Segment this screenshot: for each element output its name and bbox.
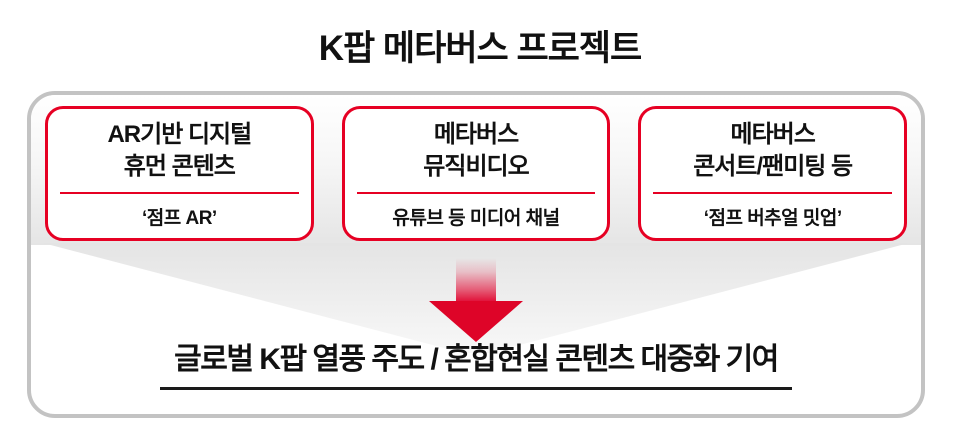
box-divider	[60, 192, 299, 194]
conclusion-label: 글로벌 K팝 열풍 주도 / 혼합현실 콘텐츠 대중화 기여	[160, 334, 792, 390]
box-heading: 메타버스 뮤직비디오	[345, 109, 608, 192]
box-heading-line: AR기반 디지털	[107, 121, 252, 149]
box-heading-line: 메타버스	[433, 121, 519, 149]
box-subtitle: 유튜브 등 미디어 채널	[392, 207, 560, 229]
project-boxes-row: AR기반 디지털 휴먼 콘텐츠 ‘점프 AR’ 메타버스 뮤직비디오 유튜브 등…	[45, 106, 908, 241]
box-subtitle: ‘점프 AR’	[141, 207, 217, 229]
box-heading-line: 메타버스	[730, 121, 816, 149]
project-box-ar-digital-human: AR기반 디지털 휴먼 콘텐츠 ‘점프 AR’	[45, 106, 314, 241]
box-divider	[653, 192, 893, 194]
diagram-panel: AR기반 디지털 휴먼 콘텐츠 ‘점프 AR’ 메타버스 뮤직비디오 유튜브 등…	[27, 91, 925, 418]
project-box-metaverse-concert-fanmeeting: 메타버스 콘서트/팬미팅 등 ‘점프 버추얼 밋업’	[638, 106, 908, 241]
box-heading-line: 콘서트/팬미팅 등	[693, 152, 853, 180]
page-title: K팝 메타버스 프로젝트	[318, 29, 643, 68]
box-heading-line: 뮤직비디오	[423, 152, 529, 180]
box-heading: AR기반 디지털 휴먼 콘텐츠	[48, 109, 311, 192]
arrow-stem	[456, 258, 496, 304]
box-heading-line: 휴먼 콘텐츠	[123, 152, 236, 180]
box-divider	[356, 192, 596, 194]
conclusion-text: 글로벌 K팝 열풍 주도 / 혼합현실 콘텐츠 대중화 기여	[31, 334, 921, 390]
arrow-head	[429, 301, 523, 342]
project-box-metaverse-music-video: 메타버스 뮤직비디오 유튜브 등 미디어 채널	[341, 106, 611, 241]
box-heading: 메타버스 콘서트/팬미팅 등	[641, 109, 904, 192]
box-subtitle: ‘점프 버추얼 밋업’	[703, 207, 842, 229]
